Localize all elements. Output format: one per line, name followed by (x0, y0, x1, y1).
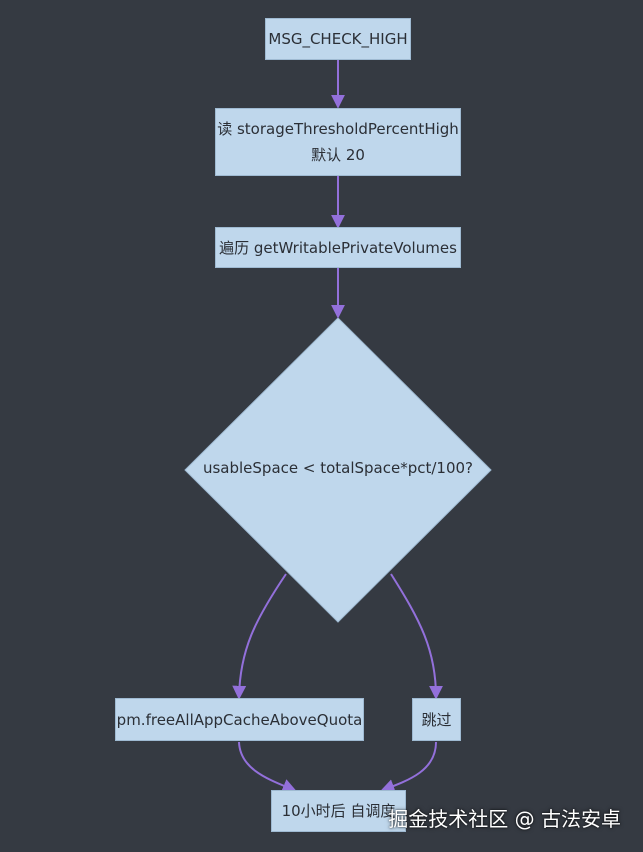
node-reschedule: 10小时后 自调度 (271, 790, 406, 832)
node-read-threshold: 读 storageThresholdPercentHigh 默认 20 (215, 108, 461, 176)
node-iterate-volumes: 遍历 getWritablePrivateVolumes (215, 227, 461, 268)
node-msg-check-high-label: MSG_CHECK_HIGH (268, 30, 408, 48)
node-free-app-cache: pm.freeAllAppCacheAboveQuota (115, 698, 364, 741)
edge-skip-to-reschedule (380, 741, 437, 793)
watermark: 掘金技术社区 @ 古法安卓 (388, 807, 621, 831)
node-msg-check-high: MSG_CHECK_HIGH (265, 18, 411, 60)
node-skip: 跳过 (412, 698, 461, 741)
edge-decision-to-free (232, 573, 287, 700)
decision-label: usableSpace < totalSpace*pct/100? (202, 459, 474, 477)
node-iterate-volumes-label: 遍历 getWritablePrivateVolumes (219, 238, 457, 257)
node-reschedule-label: 10小时后 自调度 (281, 802, 396, 820)
node-read-threshold-line2: 默认 20 (311, 146, 365, 164)
node-free-app-cache-label: pm.freeAllAppCacheAboveQuota (116, 710, 363, 729)
node-skip-label: 跳过 (421, 710, 452, 729)
edge-free-to-reschedule (238, 741, 297, 793)
edge-decision-to-skip (390, 573, 443, 700)
decision-diamond (184, 317, 492, 623)
node-read-threshold-line1: 读 storageThresholdPercentHigh (217, 120, 459, 138)
